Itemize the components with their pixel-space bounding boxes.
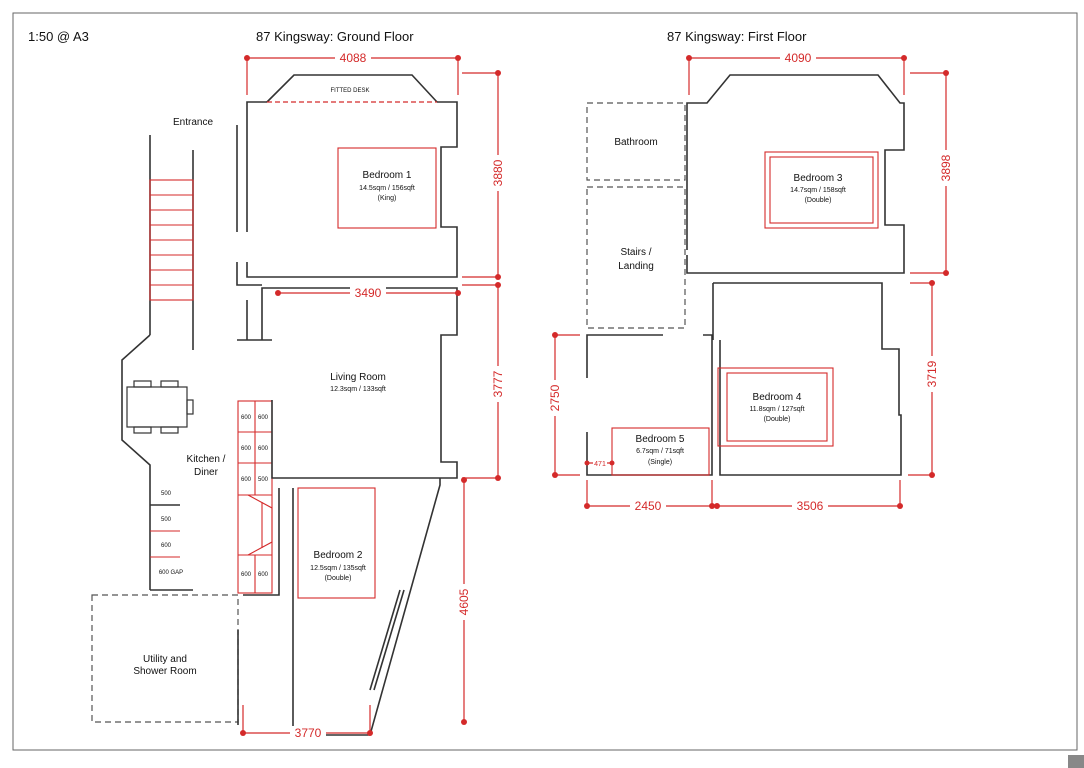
label: 2450 bbox=[635, 499, 662, 513]
bed-type: (King) bbox=[378, 195, 397, 202]
label: 3770 bbox=[295, 726, 322, 740]
dining-chairs bbox=[133, 380, 194, 434]
label: 600 bbox=[241, 415, 252, 421]
bedroom-3: Bedroom 3 14.7sqm / 158sqft (Double) bbox=[686, 74, 905, 274]
label: 600 bbox=[258, 415, 269, 421]
ground-floor-title: 87 Kingsway: Ground Floor bbox=[256, 29, 414, 44]
label: 3777 bbox=[491, 370, 505, 397]
label: 4090 bbox=[785, 51, 812, 65]
room-name: Bedroom 3 bbox=[794, 173, 843, 184]
first-floor: Bathroom Stairs / Landing Bedroom 3 14.7… bbox=[547, 50, 954, 513]
bed-type: (Single) bbox=[648, 459, 672, 466]
label: 3898 bbox=[939, 154, 953, 181]
utility-label: Utility and bbox=[143, 654, 187, 665]
utility-shower-room: Utility and Shower Room bbox=[91, 594, 239, 725]
ground-dimensions: 4088 3880 3490 3777 4605 3770 bbox=[240, 50, 506, 740]
ground-floor: FITTED DESK Bedroom 1 14.5sqm / 156sqft … bbox=[91, 50, 506, 740]
label: 500 bbox=[258, 477, 269, 483]
room-area: 6.7sqm / 71sqft bbox=[636, 448, 684, 455]
stairs-label: Stairs / bbox=[620, 247, 651, 258]
fitted-desk-label: FITTED DESK bbox=[330, 88, 369, 94]
bathroom: Bathroom bbox=[586, 102, 686, 181]
room-area: 14.7sqm / 158sqft bbox=[790, 187, 846, 194]
room-area: 12.3sqm / 133sqft bbox=[330, 386, 386, 393]
label: 3506 bbox=[797, 499, 824, 513]
first-dimensions: 4090 3898 3719 2750 471 2450 3506 bbox=[547, 50, 954, 513]
label: 3880 bbox=[491, 159, 505, 186]
room-area: 12.5sqm / 135sqft bbox=[310, 565, 366, 572]
room-name: Bedroom 5 bbox=[636, 434, 685, 445]
room-name: Bedroom 1 bbox=[363, 170, 412, 181]
living-room: Living Room 12.3sqm / 133sqft bbox=[237, 287, 458, 479]
bathroom-label: Bathroom bbox=[614, 137, 657, 148]
dining-table bbox=[126, 386, 188, 428]
label: 4088 bbox=[340, 51, 367, 65]
bedroom-2: Bedroom 2 12.5sqm / 135sqft (Double) bbox=[292, 478, 441, 736]
room-name: Bedroom 4 bbox=[753, 392, 802, 403]
diner-label: Diner bbox=[194, 467, 219, 478]
scale-label: 1:50 @ A3 bbox=[28, 29, 89, 44]
stairs-landing: Stairs / Landing bbox=[586, 186, 686, 329]
shower-room-label: Shower Room bbox=[133, 666, 196, 677]
label: 600 bbox=[241, 572, 252, 578]
room-name: Living Room bbox=[330, 372, 386, 383]
page-corner-marker bbox=[1068, 755, 1084, 768]
label: 471 bbox=[594, 461, 606, 468]
bed-type: (Double) bbox=[805, 197, 832, 204]
kitchen-diner: Kitchen / Diner 600 600 600 600 600 500 … bbox=[121, 334, 290, 596]
entrance-stairs: Entrance bbox=[149, 117, 262, 335]
label: 600 bbox=[241, 477, 252, 483]
bedroom-1: FITTED DESK Bedroom 1 14.5sqm / 156sqft … bbox=[246, 74, 458, 278]
bed-double bbox=[297, 487, 376, 599]
landing-label: Landing bbox=[618, 261, 654, 272]
kitchen-label: Kitchen / bbox=[187, 454, 226, 465]
room-area: 11.8sqm / 127sqft bbox=[749, 406, 804, 413]
label: 600 bbox=[241, 446, 252, 452]
kitchen-units-left: 500 500 600 600 GAP bbox=[149, 478, 193, 591]
label: 600 bbox=[258, 572, 269, 578]
label: 500 bbox=[161, 517, 172, 523]
label: 3490 bbox=[355, 286, 382, 300]
bedroom-4: Bedroom 4 11.8sqm / 127sqft (Double) bbox=[712, 282, 902, 476]
room-name: Bedroom 2 bbox=[314, 550, 363, 561]
label: 3719 bbox=[925, 360, 939, 387]
bed-king bbox=[337, 147, 437, 229]
label: 600 bbox=[258, 446, 269, 452]
label: 600 bbox=[161, 543, 172, 549]
first-floor-title: 87 Kingsway: First Floor bbox=[667, 29, 807, 44]
entrance-label: Entrance bbox=[173, 117, 213, 128]
bed-type: (Double) bbox=[764, 416, 791, 423]
room-area: 14.5sqm / 156sqft bbox=[359, 185, 415, 192]
label: 2750 bbox=[548, 384, 562, 411]
label: 4605 bbox=[457, 588, 471, 615]
label: 600 GAP bbox=[159, 570, 183, 576]
label: 500 bbox=[161, 491, 172, 497]
bed-type: (Double) bbox=[325, 575, 352, 582]
kitchen-units-right: 600 600 600 600 600 500 600 600 bbox=[237, 400, 273, 594]
